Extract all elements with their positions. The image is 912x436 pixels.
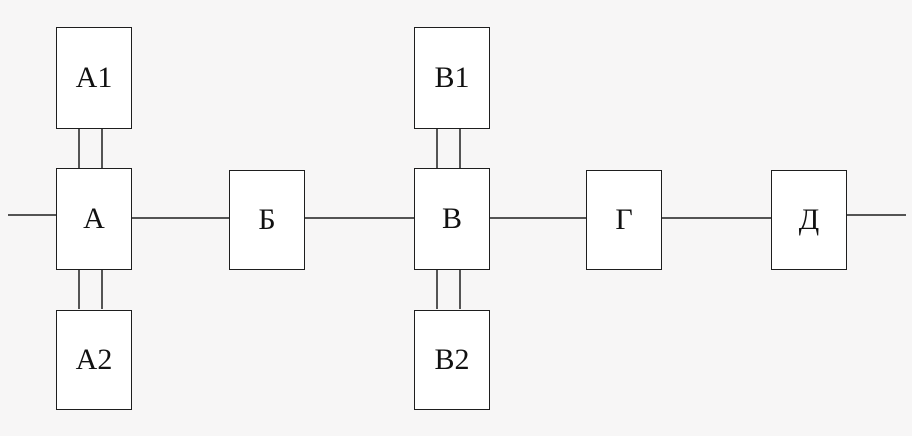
- link-v1-v: [436, 129, 461, 169]
- block-b: Б: [229, 170, 305, 270]
- block-b-label: Б: [258, 203, 276, 236]
- block-d: Д: [771, 170, 847, 270]
- block-v1-label: B1: [434, 61, 470, 94]
- link-a-a2: [78, 270, 103, 309]
- block-v2: B2: [414, 310, 490, 410]
- block-v1: B1: [414, 27, 490, 129]
- block-a: A: [56, 168, 132, 270]
- block-a1-label: A1: [75, 61, 113, 94]
- block-d-label: Д: [798, 203, 820, 236]
- block-a-label: A: [83, 202, 105, 235]
- block-v: B: [414, 168, 490, 270]
- block-g: Г: [586, 170, 662, 270]
- block-a2-label: A2: [75, 343, 113, 376]
- block-v2-label: B2: [434, 343, 470, 376]
- link-a1-a: [78, 129, 103, 169]
- block-a1: A1: [56, 27, 132, 129]
- block-a2: A2: [56, 310, 132, 410]
- block-v-label: B: [441, 202, 462, 235]
- block-g-label: Г: [615, 203, 633, 236]
- link-v-v2: [436, 270, 461, 309]
